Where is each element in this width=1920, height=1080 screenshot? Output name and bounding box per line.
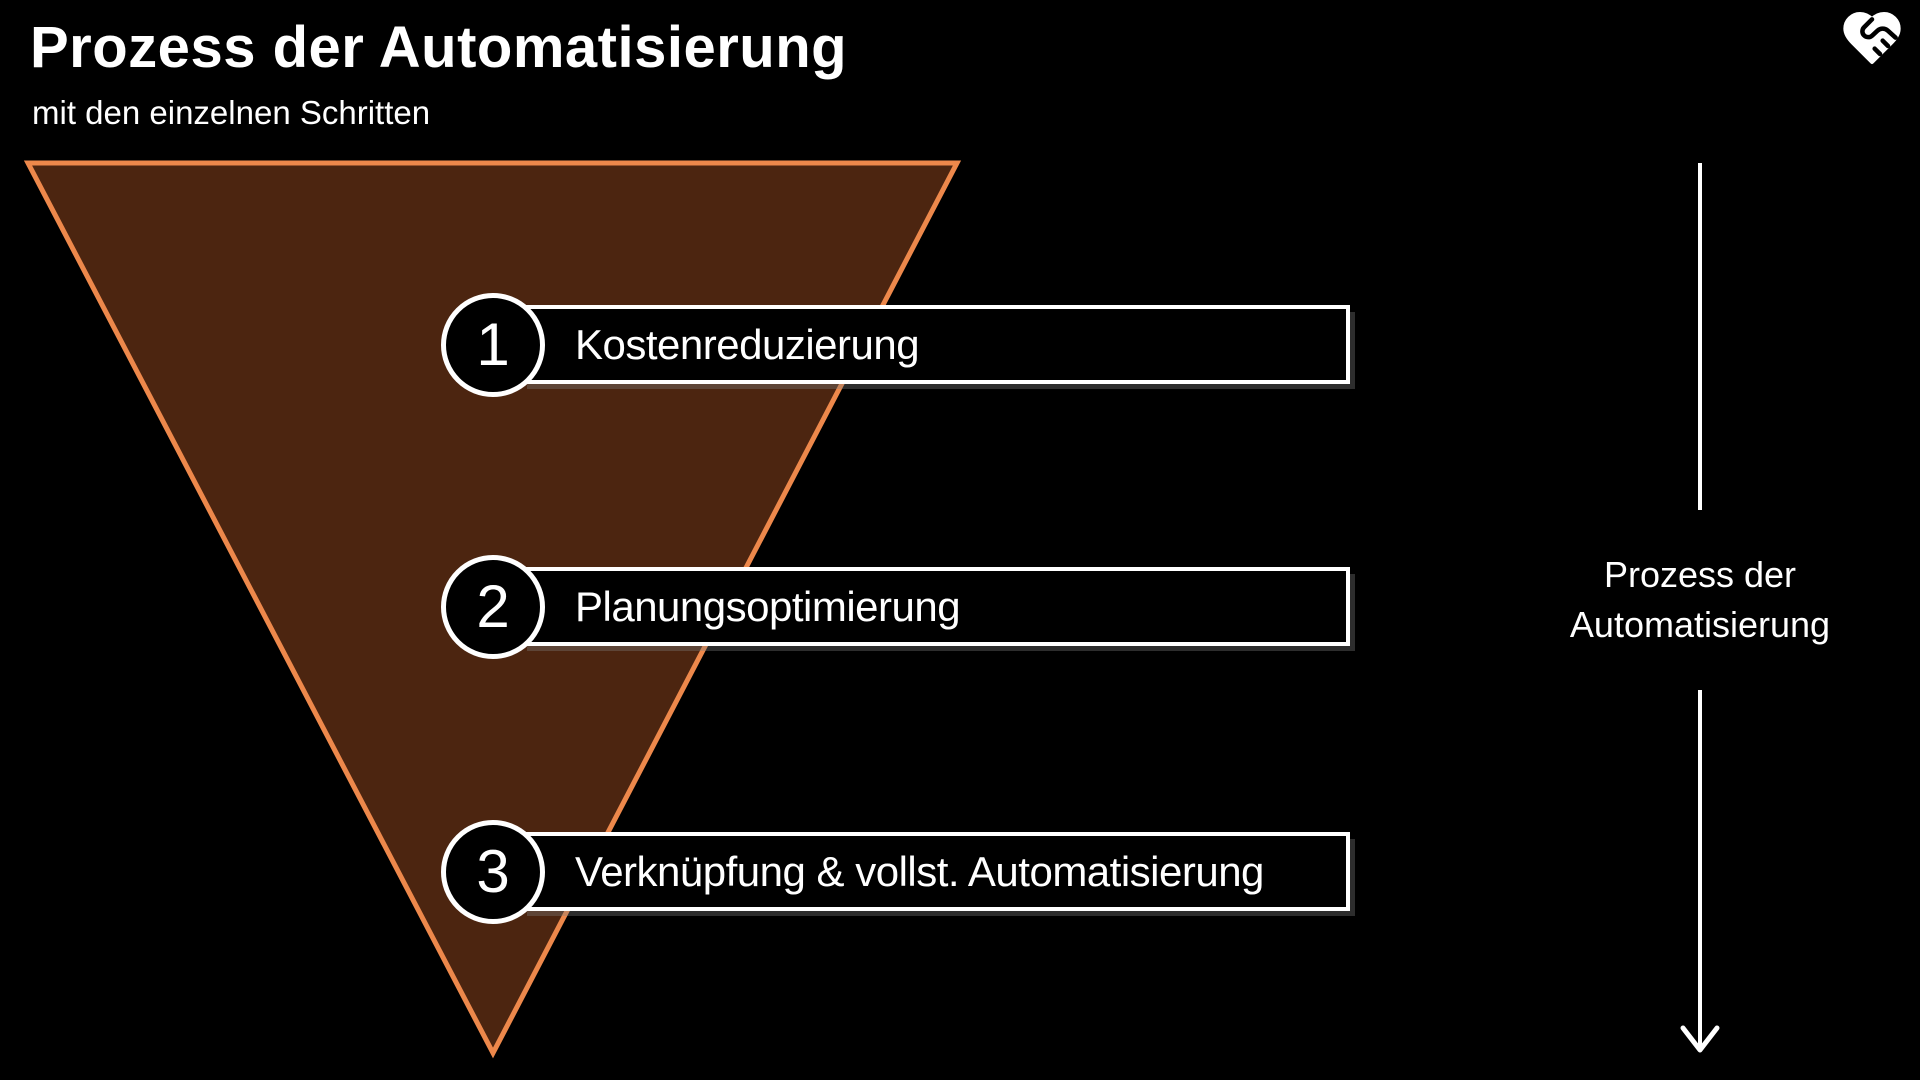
- process-arrow-down-icon: [1680, 690, 1720, 1053]
- heart-handshake-icon: [1840, 6, 1904, 70]
- step-row-2: Planungsoptimierung 2: [441, 555, 1352, 659]
- step-number: 1: [476, 311, 510, 378]
- step-number-badge-3: 3: [441, 820, 545, 924]
- step-number: 2: [476, 573, 510, 640]
- step-label: Planungsoptimierung: [575, 582, 961, 630]
- step-label: Kostenreduzierung: [575, 320, 920, 368]
- step-number-badge-1: 1: [441, 293, 545, 397]
- page-subtitle: mit den einzelnen Schritten: [32, 94, 431, 131]
- step-label-box-3: Verknüpfung & vollst. Automatisierung: [520, 832, 1350, 911]
- step-label: Verknüpfung & vollst. Automatisierung: [575, 847, 1264, 895]
- step-number: 3: [476, 838, 510, 905]
- step-label-box-1: Kostenreduzierung: [520, 305, 1350, 384]
- page-title: Prozess der Automatisierung: [30, 15, 848, 80]
- step-number-badge-2: 2: [441, 555, 545, 659]
- step-row-3: Verknüpfung & vollst. Automatisierung 3: [441, 820, 1352, 924]
- process-arrow-label: Prozess der Automatisierung: [1569, 554, 1831, 645]
- step-row-1: Kostenreduzierung 1: [441, 293, 1352, 397]
- step-label-box-2: Planungsoptimierung: [520, 567, 1350, 646]
- process-line-top-segment: [1698, 163, 1702, 510]
